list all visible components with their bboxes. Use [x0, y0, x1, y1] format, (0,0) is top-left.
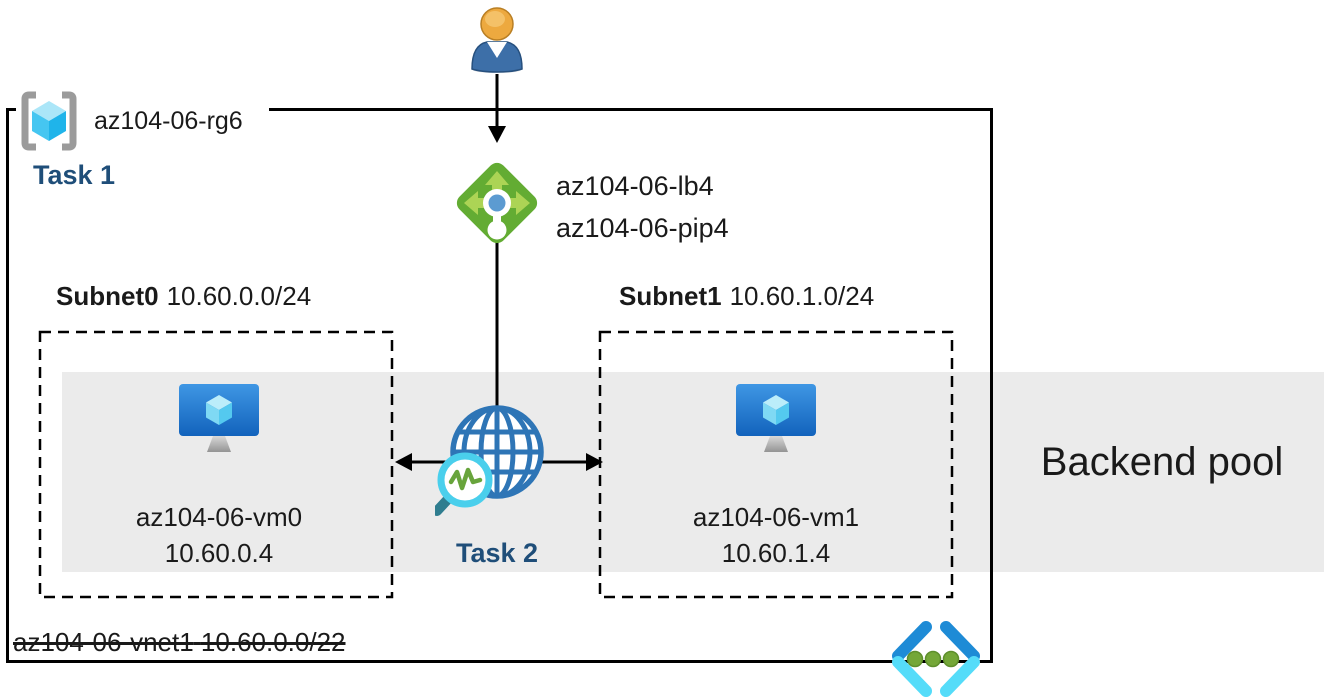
globe-search-icon [435, 404, 559, 520]
user-to-lb-arrowhead [488, 126, 506, 143]
vm0-ip: 10.60.0.4 [164, 538, 274, 568]
vnet-cidr: 10.60.0.0/22 [200, 627, 346, 657]
public-ip-name: az104-06-pip4 [556, 213, 729, 243]
load-balancer-name: az104-06-lb4 [556, 171, 714, 201]
vm1-name: az104-06-vm1 [692, 502, 860, 532]
user-icon [465, 5, 529, 73]
load-balancer-labels: az104-06-lb4 az104-06-pip4 [556, 165, 729, 249]
vnet-name: az104-06-vnet1 [13, 627, 194, 657]
vm0-name: az104-06-vm0 [135, 502, 303, 532]
resource-group-icon [16, 90, 82, 152]
resource-group-header: az104-06-rg6 [16, 90, 269, 152]
task1-label: Task 1 [33, 160, 116, 190]
resource-group-name: az104-06-rg6 [94, 106, 243, 135]
vm1-ip: 10.60.1.4 [721, 538, 831, 568]
vnet-label: az104-06-vnet1 10.60.0.0/22 [13, 627, 346, 658]
subnet1-cidr: 10.60.1.0/24 [729, 281, 875, 311]
backend-pool-label: Backend pool [1040, 440, 1284, 484]
task2-label: Task 2 [455, 538, 539, 568]
subnet0-name: Subnet0 [56, 281, 159, 311]
subnet0-cidr: 10.60.0.0/24 [166, 281, 312, 311]
subnet1-name: Subnet1 [619, 281, 722, 311]
vm0-icon [176, 382, 262, 454]
virtual-network-icon [886, 618, 986, 699]
vm1-icon [733, 382, 819, 454]
load-balancer-icon [451, 158, 543, 254]
